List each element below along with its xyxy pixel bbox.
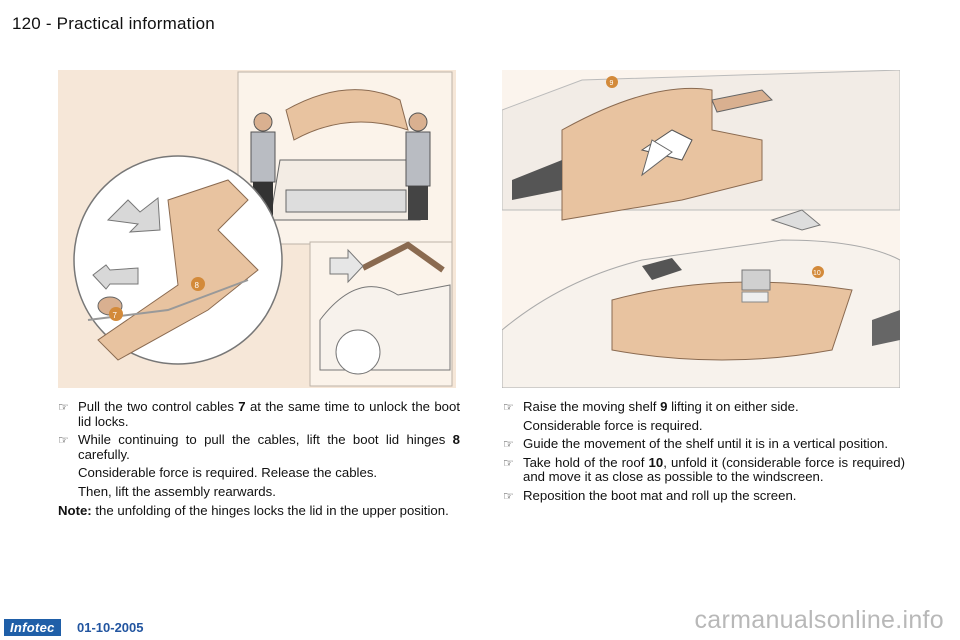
instruction-item: ☞ Pull the two control cables 7 at the s… (58, 399, 460, 429)
right-instructions: ☞ Raise the moving shelf 9 lifting it on… (503, 399, 905, 508)
watermark[interactable]: carmanualsonline.info (694, 606, 944, 634)
label-8: 8 (195, 281, 200, 290)
instruction-item: ☞ While continuing to pull the cables, l… (58, 432, 460, 462)
pointing-hand-icon: ☞ (503, 488, 514, 503)
pointing-hand-icon: ☞ (58, 433, 69, 448)
instruction-subtext: Considerable force is required. (523, 417, 703, 433)
instruction-item: ☞ Reposition the boot mat and roll up th… (503, 487, 797, 503)
note-paragraph: Note: the unfolding of the hinges locks … (58, 502, 449, 518)
pointing-hand-icon: ☞ (503, 437, 514, 452)
instruction-item: ☞ Guide the movement of the shelf until … (503, 436, 889, 452)
pointing-hand-icon: ☞ (503, 455, 514, 470)
instruction-item: ☞ Raise the moving shelf 9 lifting it on… (503, 399, 799, 414)
boot-lid-unlock-illustration: 8 7 (58, 70, 456, 388)
pointing-hand-icon: ☞ (503, 400, 514, 414)
instruction-subtext: Then, lift the assembly rearwards. (78, 483, 276, 499)
shelf-roof-illustration: 9 10 (501, 69, 901, 389)
page-header: 120 - Practical information (12, 14, 215, 33)
label-9: 9 (610, 80, 614, 87)
label-10: 10 (813, 270, 821, 277)
label-7: 7 (113, 311, 118, 320)
pointing-hand-icon: ☞ (58, 400, 69, 414)
instruction-item: ☞ Take hold of the roof 10, unfold it (c… (503, 454, 905, 485)
left-instructions: ☞ Pull the two control cables 7 at the s… (58, 399, 460, 518)
infotec-badge: Infotec (4, 619, 61, 636)
instruction-subtext: Considerable force is required. Release … (78, 465, 378, 481)
footer-date: 01-10-2005 (77, 620, 144, 635)
